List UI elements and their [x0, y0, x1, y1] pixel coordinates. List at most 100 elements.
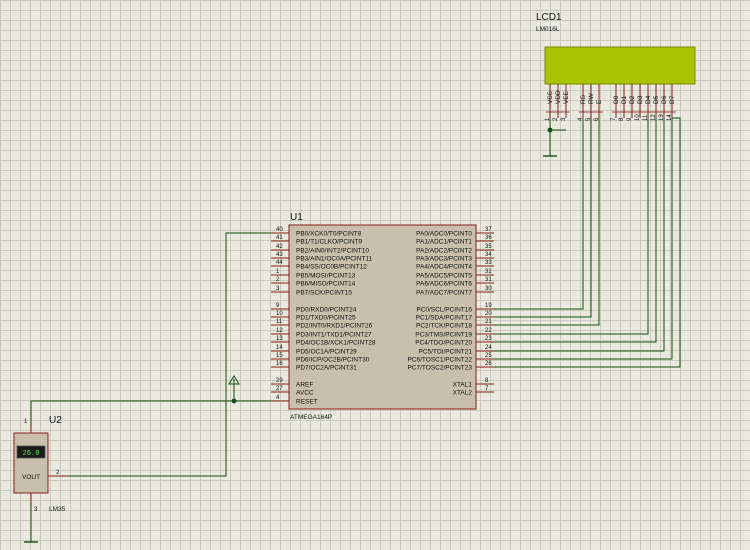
mcu-pin-number: 25 — [485, 353, 492, 359]
sensor-pin-3-number: 3 — [34, 507, 38, 513]
mcu-pin-name: PD5/OC1A/PCINT29 — [296, 349, 357, 356]
mcu-pin-number: 31 — [485, 277, 492, 283]
mcu-pin-number: 16 — [276, 361, 283, 367]
lcd-part-label: LM016L — [536, 26, 560, 33]
mcu-pin-number: 13 — [276, 336, 283, 342]
mcu-pin-number: 9 — [276, 303, 280, 309]
lcd-component[interactable]: LCD1 LM016L VSS1VDD2VEE3RS4RW5E6D07D18D2… — [536, 12, 696, 121]
lcd-pin-number: 5 — [586, 117, 592, 121]
mcu-pin-name: XTAL1 — [453, 382, 473, 389]
mcu-pin-number: 37 — [485, 227, 492, 233]
mcu-pin-name: RESET — [296, 399, 318, 406]
mcu-pin-name: PD7/OC2A/PCINT31 — [296, 365, 357, 372]
mcu-pin-name: AVCC — [296, 390, 314, 397]
sensor-pin-2-number: 2 — [56, 470, 60, 476]
lcd-pin-number: 7 — [611, 117, 617, 121]
mcu-pin-name: PB1/T1/CLKO/PCINT9 — [296, 239, 362, 246]
lcd-pin-number: 9 — [627, 117, 633, 121]
mcu-pin-number: 27 — [276, 386, 283, 392]
wire-pb0-vout — [67, 232, 271, 477]
lcd-pin-number: 1 — [545, 117, 551, 121]
mcu-body — [288, 224, 477, 410]
mcu-pin-number: 42 — [276, 244, 283, 250]
mcu-pin-name: PC7/TOSC2/PCINT23 — [407, 365, 472, 372]
mcu-pin-number: 23 — [485, 336, 492, 342]
mcu-pin-number: 29 — [276, 378, 283, 384]
lcd-ground — [543, 118, 566, 157]
wire-pc7 — [494, 117, 681, 368]
sensor-pin-1-number: 1 — [24, 419, 28, 425]
sensor-component[interactable]: U2 26.0 VOUT LM35 1 2 3 — [13, 415, 67, 513]
lcd-pin-number: 13 — [659, 114, 665, 121]
wires — [30, 117, 681, 542]
mcu-pin-number: 1 — [276, 269, 280, 275]
wire-pc5 — [494, 118, 665, 352]
mcu-pin-name: PA7/ADC7/PCINT7 — [416, 290, 472, 297]
mcu-pin-name: PD2/INT0/RXD1/PCINT26 — [296, 323, 373, 330]
mcu-right-pins: 37PA0/ADC0/PCINT036PA1/ADC1/PCINT135PA2/… — [407, 227, 494, 397]
mcu-pin-number: 30 — [485, 286, 492, 292]
mcu-pin-name: PB0/XCK0/T0/PCINT8 — [296, 231, 362, 238]
mcu-pin-number: 14 — [276, 345, 283, 351]
lcd-screen — [544, 46, 696, 85]
mcu-component[interactable]: U1 ATMEGA164P 40PB0/XCK0/T0/PCINT841PB1/… — [271, 212, 494, 421]
lcd-pin-name: D2 — [629, 95, 636, 104]
lcd-pin-name: D1 — [621, 95, 628, 104]
lcd-pin-number: 12 — [651, 114, 657, 121]
lcd-pin-name: D3 — [637, 95, 644, 104]
lcd-pin-number: 6 — [594, 117, 600, 121]
mcu-pin-number: 10 — [276, 311, 283, 317]
mcu-pin-number: 40 — [276, 227, 283, 233]
wire-pc2 — [494, 118, 600, 326]
lcd-pin-name: VSS — [547, 90, 554, 104]
mcu-pin-number: 41 — [276, 235, 283, 241]
mcu-pin-name: PC3/TMS/PCINT19 — [415, 332, 472, 339]
mcu-pin-number: 24 — [485, 345, 492, 351]
mcu-pin-name: PA6/ADC6/PCINT6 — [416, 281, 472, 288]
mcu-pin-number: 35 — [485, 244, 492, 250]
mcu-pin-name: PB7/SCK/PCINT15 — [296, 290, 352, 297]
wire-pc1 — [494, 118, 592, 318]
wire-vcc-sensor — [30, 384, 235, 425]
mcu-pin-name: PC2/TCK/PCINT18 — [416, 323, 472, 330]
mcu-pin-name: PB6/MISO/PCINT14 — [296, 281, 356, 288]
mcu-pin-name: PD3/INT1/TXD1/PCINT27 — [296, 332, 372, 339]
mcu-pin-name: PA1/ADC1/PCINT1 — [416, 239, 472, 246]
lcd-ref-label: LCD1 — [536, 12, 562, 23]
mcu-pin-number: 2 — [276, 277, 280, 283]
mcu-pin-number: 22 — [485, 328, 492, 334]
mcu-pin-number: 33 — [485, 260, 492, 266]
power-terminal-icon — [228, 375, 240, 385]
mcu-pin-number: 11 — [276, 319, 283, 325]
sensor-ref-label: U2 — [49, 415, 62, 426]
mcu-pin-name: PC4/TDO/PCINT20 — [415, 340, 472, 347]
sensor-display — [16, 445, 46, 459]
lcd-pin-number: 2 — [553, 117, 559, 121]
lcd-pin-number: 3 — [561, 117, 567, 121]
mcu-pin-name: PB4/SS/OC0B/PCINT12 — [296, 264, 367, 271]
mcu-pin-number: 26 — [485, 361, 492, 367]
mcu-pin-name: PD4/OC1B/XCK1/PCINT28 — [296, 340, 376, 347]
mcu-pin-number: 7 — [485, 386, 489, 392]
lcd-pin-name: VDD — [555, 90, 562, 104]
mcu-pin-number: 43 — [276, 252, 283, 258]
sensor-body — [13, 432, 49, 494]
wire-pc3 — [494, 118, 649, 335]
mcu-pin-name: PD6/ICP/OC2B/PCINT30 — [296, 357, 370, 364]
lcd-pin-name: D4 — [645, 95, 652, 104]
wire-pc6 — [494, 118, 673, 360]
lcd-pin-name: E — [596, 99, 603, 104]
mcu-pin-number: 21 — [485, 319, 492, 325]
lcd-pin-number: 8 — [619, 117, 625, 121]
lcd-pin-name: D6 — [661, 95, 668, 104]
lcd-pin-name: D0 — [613, 95, 620, 104]
lcd-pin-number: 14 — [667, 114, 673, 121]
lcd-pins: VSS1VDD2VEE3RS4RW5E6D07D18D29D310D411D51… — [545, 84, 676, 121]
lcd-pin-name: D5 — [653, 95, 660, 104]
mcu-pin-name: XTAL2 — [453, 390, 473, 397]
mcu-part-label: ATMEGA164P — [290, 414, 332, 421]
mcu-pin-number: 3 — [276, 286, 280, 292]
mcu-pin-number: 34 — [485, 252, 492, 258]
mcu-pin-name: PC1/SDA/PCINT17 — [416, 315, 473, 322]
